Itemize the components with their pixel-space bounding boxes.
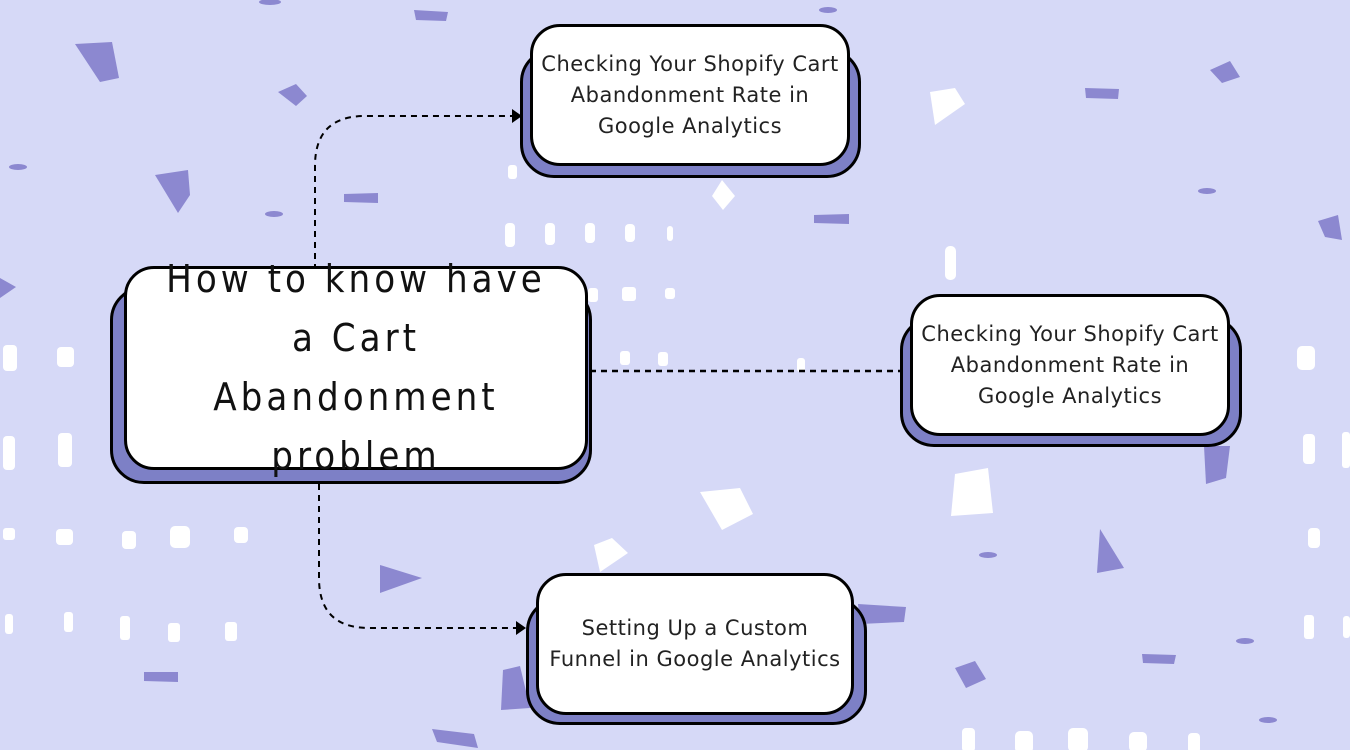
confetti-shape <box>962 728 975 750</box>
confetti-shape <box>1015 731 1033 750</box>
confetti-shape <box>259 0 281 5</box>
confetti-shape <box>955 661 986 688</box>
confetti-shape <box>667 226 673 241</box>
confetti-shape <box>945 246 956 280</box>
branch-node-bottom-label: Setting Up a Custom Funnel in Google Ana… <box>536 573 854 715</box>
confetti-shape <box>1142 654 1176 664</box>
confetti-shape <box>432 729 478 748</box>
confetti-shape <box>1308 528 1320 548</box>
confetti-shape <box>505 223 515 247</box>
confetti-shape <box>1297 346 1315 370</box>
confetti-shape <box>1210 61 1240 83</box>
confetti-shape <box>665 288 675 299</box>
confetti-shape <box>58 433 72 467</box>
main-node-label: How to know have a Cart Abandonment prob… <box>124 257 588 478</box>
confetti-shape <box>797 358 805 372</box>
edge-to-branch-1 <box>314 115 512 270</box>
confetti-shape <box>3 528 15 540</box>
confetti-shape <box>380 565 422 593</box>
confetti-shape <box>508 165 517 179</box>
confetti-shape <box>9 164 27 170</box>
confetti-shape <box>1129 732 1147 750</box>
confetti-shape <box>1342 432 1350 468</box>
branch-node-right-label: Checking Your Shopify Cart Abandonment R… <box>910 294 1230 436</box>
confetti-shape <box>594 538 628 572</box>
confetti-shape <box>344 193 378 203</box>
confetti-shape <box>1068 728 1088 750</box>
confetti-shape <box>414 10 448 21</box>
confetti-shape <box>122 531 136 549</box>
edge-to-branch-3 <box>318 484 516 629</box>
confetti-shape <box>1303 434 1315 464</box>
confetti-shape <box>168 623 180 642</box>
confetti-shape <box>979 552 997 558</box>
confetti-shape <box>1198 188 1216 194</box>
confetti-shape <box>265 211 283 217</box>
confetti-shape <box>622 287 636 301</box>
confetti-shape <box>588 288 598 302</box>
confetti-shape <box>501 666 530 710</box>
confetti-shape <box>1304 615 1314 639</box>
confetti-shape <box>225 622 237 641</box>
confetti-shape <box>585 223 595 243</box>
confetti-shape <box>700 488 753 530</box>
confetti-shape <box>5 614 13 634</box>
confetti-shape <box>3 436 15 470</box>
confetti-shape <box>155 170 190 213</box>
confetti-shape <box>1236 638 1254 644</box>
confetti-shape <box>545 223 555 245</box>
confetti-shape <box>56 529 73 545</box>
confetti-shape <box>712 180 735 210</box>
confetti-shape <box>1097 529 1124 573</box>
confetti-shape <box>625 224 635 242</box>
arrowhead-branch-1 <box>512 109 522 123</box>
confetti-shape <box>814 214 849 224</box>
confetti-shape <box>951 468 993 516</box>
confetti-shape <box>75 42 119 82</box>
confetti-shape <box>620 351 630 365</box>
confetti-shape <box>0 278 16 298</box>
confetti-shape <box>1188 733 1200 750</box>
confetti-shape <box>1259 717 1277 723</box>
confetti-shape <box>819 7 837 13</box>
confetti-shape <box>64 612 73 632</box>
confetti-shape <box>858 604 906 624</box>
confetti-shape <box>234 527 248 543</box>
confetti-shape <box>930 88 965 125</box>
confetti-shape <box>1085 88 1119 99</box>
confetti-shape <box>278 84 307 106</box>
confetti-shape <box>1318 215 1342 240</box>
arrowhead-branch-3 <box>516 621 526 635</box>
confetti-shape <box>1204 446 1230 484</box>
confetti-shape <box>3 345 17 371</box>
confetti-shape <box>658 352 668 366</box>
confetti-shape <box>1343 616 1350 638</box>
confetti-shape <box>144 672 178 682</box>
confetti-shape <box>57 347 74 367</box>
confetti-shape <box>120 616 130 640</box>
branch-node-top-label: Checking Your Shopify Cart Abandonment R… <box>530 24 850 166</box>
confetti-shape <box>170 526 190 548</box>
